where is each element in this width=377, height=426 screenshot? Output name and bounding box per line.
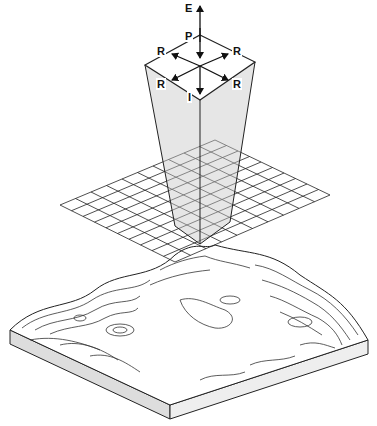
flux-label: P bbox=[184, 30, 193, 42]
flux-label: R bbox=[232, 78, 242, 90]
flux-label: I bbox=[187, 91, 192, 103]
grid-column bbox=[145, 35, 255, 244]
flux-arrows bbox=[172, 6, 228, 94]
flux-label: R bbox=[232, 45, 242, 57]
terrain-block bbox=[10, 245, 368, 419]
flux-label: R bbox=[156, 45, 166, 57]
flux-label: R bbox=[156, 78, 166, 90]
flux-label: E bbox=[184, 2, 193, 14]
